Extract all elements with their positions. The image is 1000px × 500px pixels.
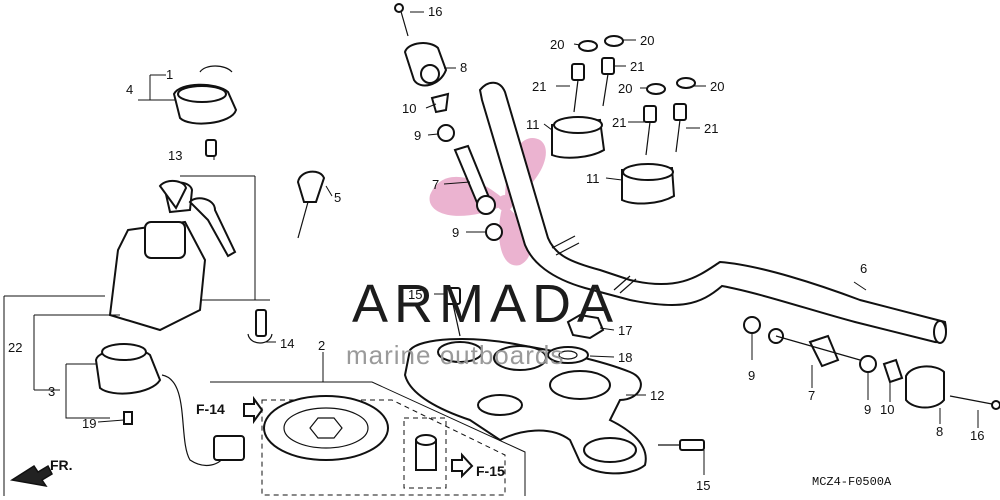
lower-holder <box>621 163 676 205</box>
callout-9-top: 9 <box>414 128 421 143</box>
screw-14 <box>247 309 273 344</box>
callout-9-right-a: 9 <box>748 368 755 383</box>
callout-leaders <box>97 11 979 475</box>
callout-15-bottom: 15 <box>696 478 710 493</box>
callout-11-a: 11 <box>526 117 540 132</box>
bolt-caps <box>578 35 696 95</box>
callout-1: 1 <box>166 67 173 82</box>
callout-17: 17 <box>618 323 632 338</box>
callout-21-a: 21 <box>532 79 546 94</box>
callout-10-top: 10 <box>402 101 416 116</box>
callout-4: 4 <box>126 82 133 97</box>
watermark-tagline: marine outboards <box>346 340 564 370</box>
callout-20-b: 20 <box>640 33 654 48</box>
callout-9-mid: 9 <box>452 225 459 240</box>
handlebar <box>478 81 947 344</box>
ref-front: FR. <box>50 457 73 473</box>
callout-3: 3 <box>48 384 55 399</box>
ignition-switch <box>108 180 237 332</box>
callout-20-a: 20 <box>550 37 564 52</box>
callout-8-right: 8 <box>936 424 943 439</box>
ref-f15: F-15 <box>476 463 505 479</box>
small-switch <box>94 343 245 467</box>
right-bar-end <box>743 316 1000 410</box>
callout-16-top: 16 <box>428 4 442 19</box>
callout-12: 12 <box>650 388 664 403</box>
callout-15-mid: 15 <box>408 287 422 302</box>
callout-21-c: 21 <box>612 115 626 130</box>
watermark-brand: ARMADA <box>352 274 619 334</box>
callout-7-right: 7 <box>808 388 815 403</box>
fuel-cap-frame <box>210 352 526 496</box>
callout-13: 13 <box>168 148 182 163</box>
callout-6: 6 <box>860 261 867 276</box>
callout-19: 19 <box>82 416 96 431</box>
key <box>296 170 326 239</box>
diagram-code: MCZ4-F0500A <box>812 475 892 489</box>
callout-22: 22 <box>8 340 22 355</box>
callout-20-c: 20 <box>618 81 632 96</box>
callout-11-b: 11 <box>586 171 600 186</box>
stem-nut-washer <box>445 287 705 451</box>
callout-21-d: 21 <box>704 121 718 136</box>
callout-10-right: 10 <box>880 402 894 417</box>
callout-2: 2 <box>318 338 325 353</box>
leader-brackets <box>3 74 270 496</box>
callout-20-d: 20 <box>710 79 724 94</box>
callout-8-top: 8 <box>460 60 467 75</box>
callout-7-top: 7 <box>432 177 439 192</box>
callout-16-right: 16 <box>970 428 984 443</box>
callout-9-right-b: 9 <box>864 402 871 417</box>
left-bar-end <box>394 3 503 241</box>
upper-holder <box>551 116 606 159</box>
callout-21-b: 21 <box>630 59 644 74</box>
front-arrow <box>9 464 53 488</box>
callout-14: 14 <box>280 336 294 351</box>
callout-5: 5 <box>334 190 341 205</box>
callout-18: 18 <box>618 350 632 365</box>
ref-f14: F-14 <box>196 401 225 417</box>
ignition-cover <box>172 65 238 157</box>
top-bridge <box>403 338 647 475</box>
